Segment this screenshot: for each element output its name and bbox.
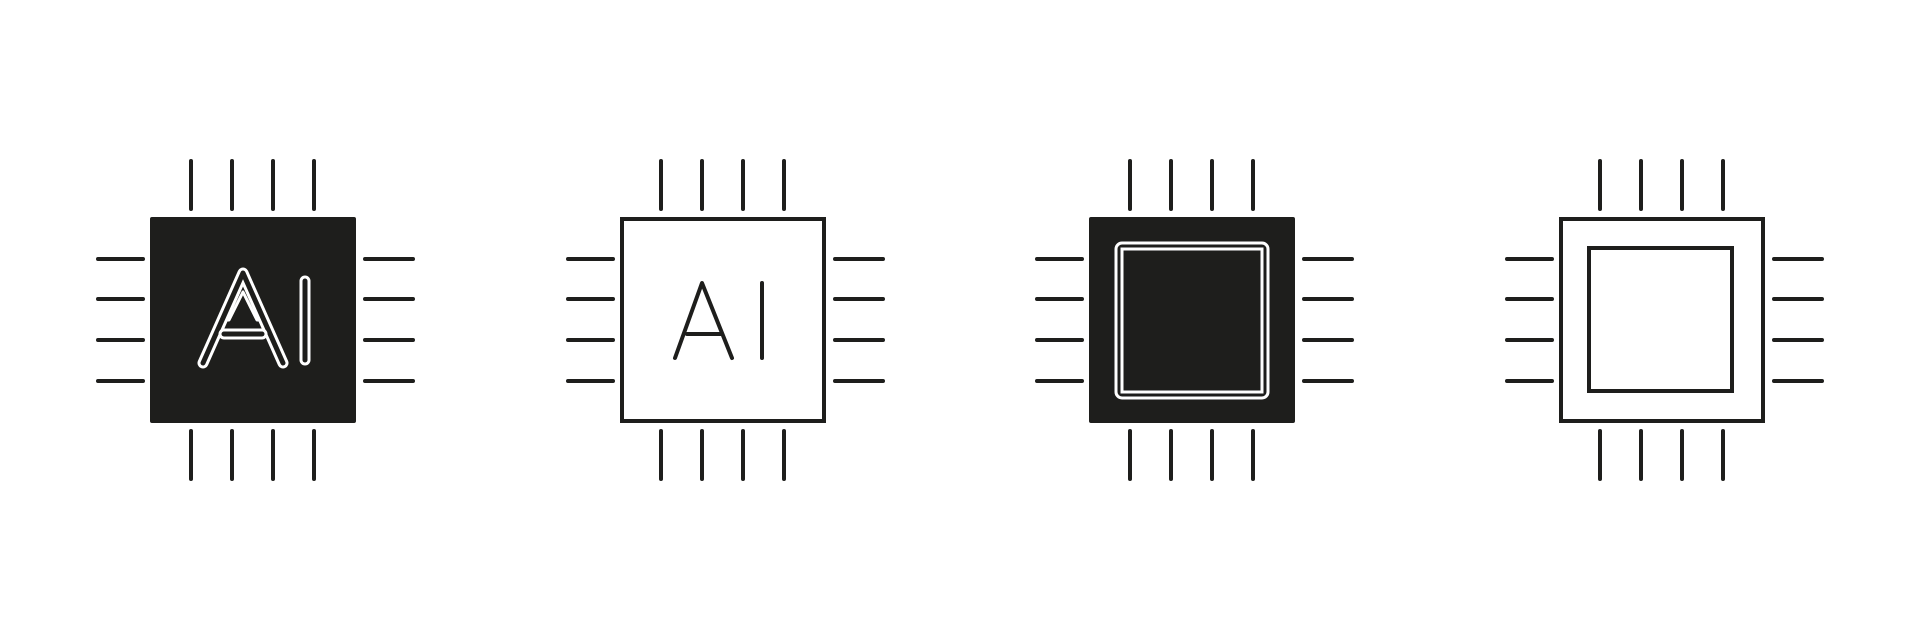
chip-body — [1559, 217, 1765, 423]
cpu-chip-outline-icon — [1422, 0, 1902, 640]
ai-glyph — [197, 267, 311, 369]
chip-pins — [1035, 159, 1354, 481]
chip-pins — [96, 159, 415, 481]
chip-die — [1587, 246, 1734, 393]
ai-chip-filled-icon — [13, 0, 493, 640]
chip-body — [150, 217, 356, 423]
chip-pins — [1505, 159, 1824, 481]
chip-die-frame — [1114, 241, 1270, 400]
chip-die — [1130, 257, 1254, 383]
chip-body — [620, 217, 826, 423]
cpu-chip-filled-icon — [952, 0, 1432, 640]
chip-pins — [566, 159, 885, 481]
chip-die-border — [1120, 247, 1264, 394]
ai-glyph — [673, 281, 764, 360]
ai-chip-outline-icon — [483, 0, 963, 640]
